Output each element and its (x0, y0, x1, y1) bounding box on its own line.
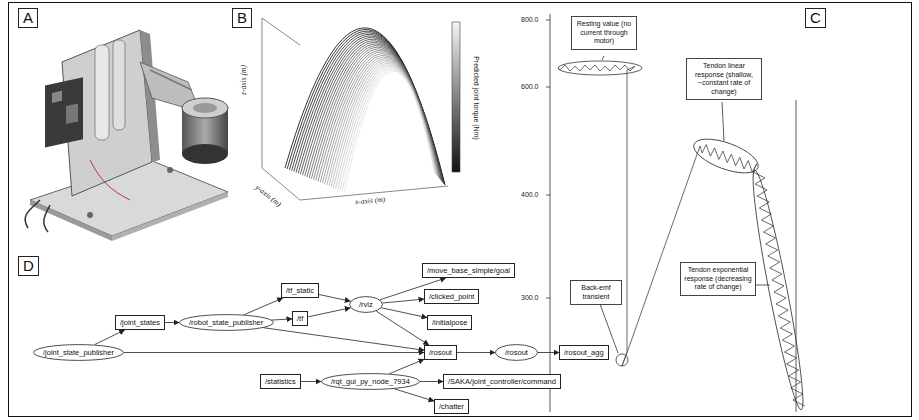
topic-connector (244, 298, 283, 315)
panel-letter: D (18, 256, 39, 276)
ros-node: /rqt_gui_py_node_7934 (321, 373, 420, 390)
node-text: /initialpose (432, 318, 467, 327)
topic-connector (263, 328, 424, 351)
axis-label: z-axis (m) (240, 65, 248, 95)
node-text: /clicked_point (429, 292, 474, 301)
torque-surface (285, 28, 445, 192)
node-text: /tf_static (286, 286, 314, 295)
topic-connector (538, 352, 559, 353)
topic-connector (420, 381, 443, 382)
ros-topic: /rosout_agg (559, 345, 609, 360)
ros-node: /rviz (349, 296, 383, 313)
topic-connector (124, 352, 424, 353)
node-text: /rosout (429, 348, 452, 357)
signal-trace (558, 65, 805, 406)
node-text: /tf (297, 314, 303, 323)
node-text: /joint_state_publisher (43, 348, 114, 357)
figure-frame (9, 3, 912, 417)
panel-letter: A (18, 8, 38, 28)
node-text: /rosout_agg (564, 348, 604, 357)
plot-axes (546, 14, 796, 412)
topic-connector (95, 330, 125, 345)
node-text: B (237, 10, 247, 26)
node-text: D (23, 258, 34, 274)
node-text: Resting value (no current through motor) (575, 20, 633, 46)
ros-node: /robot_state_publisher (179, 314, 273, 331)
axis-label: y-axis (m) (254, 184, 283, 209)
node-text: Back-emf transient (574, 284, 618, 301)
ros-topic: /move_base_simple/goal (422, 263, 515, 278)
topic-connector (457, 352, 495, 353)
ros-topic: /chatter (434, 399, 469, 414)
node-text: /rqt_gui_py_node_7934 (331, 377, 410, 386)
robot-photo (25, 30, 228, 241)
callout-box: Resting value (no current through motor) (571, 16, 637, 50)
node-text: /robot_state_publisher (189, 318, 263, 327)
callout-box: Tendon linear response (shallow, ~consta… (686, 58, 762, 100)
topic-connector (376, 311, 429, 345)
node-text: /joint_states (120, 318, 160, 327)
node-text: /chatter (439, 402, 464, 411)
topic-connector (383, 299, 425, 303)
callout-box: Back-emf transient (570, 280, 622, 305)
node-text: /SAKA/joint_controller/command (448, 377, 556, 386)
ros-topic: /initialpose (427, 315, 472, 330)
callout-box: Tendon exponential response (decreasing … (680, 262, 756, 296)
ros-topic: /tf_static (281, 283, 319, 298)
node-text: Tendon exponential response (decreasing … (684, 266, 752, 292)
ros-topic: /tf (292, 311, 308, 326)
ros-node: /joint_state_publisher (33, 344, 124, 361)
ros-node: /rosout (495, 344, 538, 361)
axis-label: x-axis (m) (355, 196, 386, 207)
topic-connector (395, 389, 435, 401)
ros-topic: /joint_states (115, 315, 165, 330)
callout-marks (558, 56, 810, 411)
colorbar (452, 22, 460, 172)
topic-connector (389, 359, 424, 373)
topic-connector (319, 295, 350, 302)
axis-label: Predicted joint torque (Nm) (472, 56, 480, 140)
node-text: /rosout (505, 348, 528, 357)
panel-letter: C (805, 8, 826, 28)
topic-connector (271, 319, 292, 320)
node-text: /statistics (265, 377, 296, 386)
node-text: /move_base_simple/goal (427, 266, 510, 275)
ros-topic: /rosout (424, 345, 457, 360)
tick-label: 600.0 (521, 83, 539, 91)
ros-topic: /SAKA/joint_controller/command (443, 374, 561, 389)
node-text: C (810, 10, 821, 26)
tick-label: 400.0 (521, 191, 539, 199)
node-text: /rviz (359, 300, 373, 309)
topic-connector (301, 381, 321, 382)
tick-label: 300.0 (521, 294, 539, 302)
ros-topic: /clicked_point (424, 289, 479, 304)
tick-label: 800.0 (521, 16, 539, 24)
node-text: Tendon linear response (shallow, ~consta… (690, 62, 758, 96)
panel-letter: B (232, 8, 252, 28)
topic-connector (308, 308, 350, 317)
node-text: A (23, 10, 33, 26)
ros-topic: /statistics (260, 374, 301, 389)
topic-connector (381, 308, 427, 318)
plot-axes (262, 18, 448, 200)
topic-connector (165, 322, 179, 323)
